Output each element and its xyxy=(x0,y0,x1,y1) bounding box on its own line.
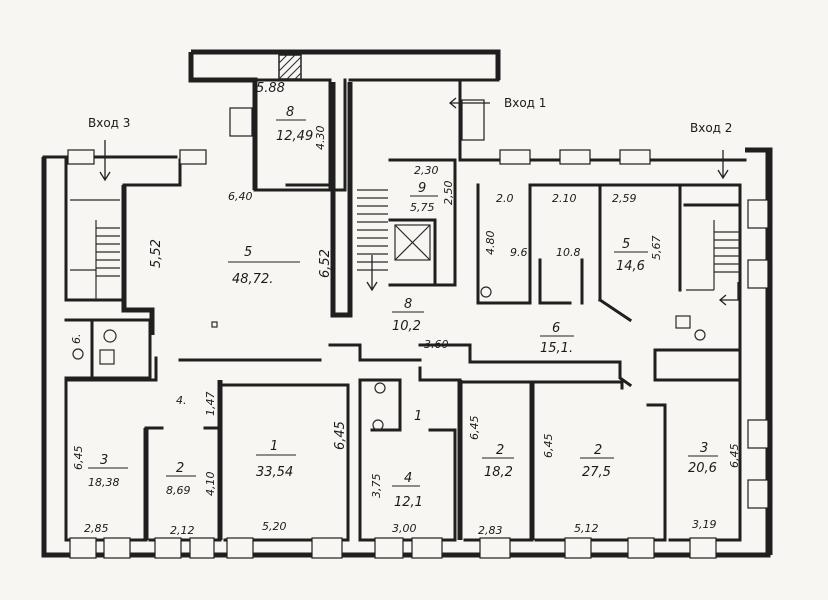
room-5-area: 48,72. xyxy=(232,272,273,287)
cab-2-dim-w: 2.10 xyxy=(552,192,577,205)
room-4-dim-h: 3,75 xyxy=(370,474,383,499)
room-4-number: 4 xyxy=(404,471,412,486)
room-1-area: 33,54 xyxy=(256,465,293,480)
entrance-arrows xyxy=(99,97,739,306)
room-8-top-dim-w: 5.88 xyxy=(256,81,285,96)
cab-1-dim-h: 4.80 xyxy=(484,231,497,256)
room-4-area: 12,1 xyxy=(394,495,423,510)
room-5-right-area: 14,6 xyxy=(616,259,645,274)
corridor-8-area: 10,2 xyxy=(392,319,421,334)
room-3-left-area: 18,38 xyxy=(88,476,120,489)
room-8-top-dim-h: 4.30 xyxy=(314,126,327,151)
room-3-left-number: 3 xyxy=(100,453,108,468)
entrance-labels: Вход 1 Вход 2 Вход 3 xyxy=(88,96,732,135)
room-3-left-dim-w: 2,85 xyxy=(84,522,109,535)
cab-1-dim-w: 2.0 xyxy=(496,192,514,205)
fixtures xyxy=(72,286,706,431)
stairs xyxy=(70,189,740,300)
corridor-6-number: 6 xyxy=(552,321,560,336)
room-2-mid-dim-h: 6,45 xyxy=(468,416,481,441)
room-9-dim-h: 2,50 xyxy=(442,181,455,206)
entrance-2-label: Вход 2 xyxy=(690,121,732,135)
room-8-top-number: 8 xyxy=(286,105,294,120)
interior-walls xyxy=(64,78,742,542)
room-2-big-dim-h: 6,45 xyxy=(542,434,555,459)
room-8-top-area: 12,49 xyxy=(276,129,313,144)
corridor-6-dim: 3.60 xyxy=(424,338,449,351)
room-2-big-area: 27,5 xyxy=(582,465,611,480)
room-2-left-dim-h: 4,10 xyxy=(204,472,217,497)
cab-2-area: 10.8 xyxy=(556,246,581,259)
room-5-right-dim-w: 2,59 xyxy=(612,192,637,205)
room-2-left-dim-w: 2,12 xyxy=(170,524,195,537)
corridor-6-area: 15,1. xyxy=(540,341,573,356)
room-2-mid-dim-w: 2,83 xyxy=(478,524,503,537)
chimney-hatch xyxy=(278,54,302,80)
room-5-right-dim-h: 5,67 xyxy=(650,236,663,261)
windows xyxy=(67,99,769,559)
room-3-right-dim-h: 6,45 xyxy=(728,444,741,469)
small-room-number: 4. xyxy=(176,394,187,407)
room-9-dim-w: 2,30 xyxy=(414,164,439,177)
mid-room-1-number: 1 xyxy=(414,409,422,424)
room-5-right-number: 5 xyxy=(622,237,630,252)
room-labels: 5.88 8 12,49 4.30 2,30 9 5,75 2,50 6,40 … xyxy=(70,81,741,537)
outer-walls xyxy=(41,49,773,558)
entrance-1-label: Вход 1 xyxy=(504,96,546,110)
room-1-dim-w: 5,20 xyxy=(262,520,287,533)
corridor-8-number: 8 xyxy=(404,297,412,312)
room-2-mid-number: 2 xyxy=(496,443,504,458)
room-1-number: 1 xyxy=(270,439,278,454)
room-1-dim-h: 6,45 xyxy=(333,421,348,450)
room-5-number: 5 xyxy=(244,245,252,260)
room-4-dim-w: 3,00 xyxy=(392,522,417,535)
room-2-left-area: 8,69 xyxy=(166,484,191,497)
room-3-right-dim-w: 3,19 xyxy=(692,518,717,531)
room-9-area: 5,75 xyxy=(410,201,435,214)
room-9-number: 9 xyxy=(418,181,426,196)
entrance-3-label: Вход 3 xyxy=(88,116,130,130)
room-5-dim-left: 5,52 xyxy=(149,239,164,268)
small-room-dim: 1,47 xyxy=(204,392,217,417)
wc-number: 6. xyxy=(70,334,83,345)
cab-1-area: 9.6 xyxy=(510,246,528,259)
room-2-big-number: 2 xyxy=(594,443,602,458)
room-5-dim-top: 6,40 xyxy=(228,190,253,203)
room-2-left-number: 2 xyxy=(176,461,184,476)
room-3-left-dim-h: 6,45 xyxy=(72,446,85,471)
room-3-right-area: 20,6 xyxy=(688,461,717,476)
room-5-dim-right: 6,52 xyxy=(318,249,333,278)
room-2-big-dim-w: 5,12 xyxy=(574,522,599,535)
room-3-right-number: 3 xyxy=(700,441,708,456)
room-2-mid-area: 18,2 xyxy=(484,465,513,480)
